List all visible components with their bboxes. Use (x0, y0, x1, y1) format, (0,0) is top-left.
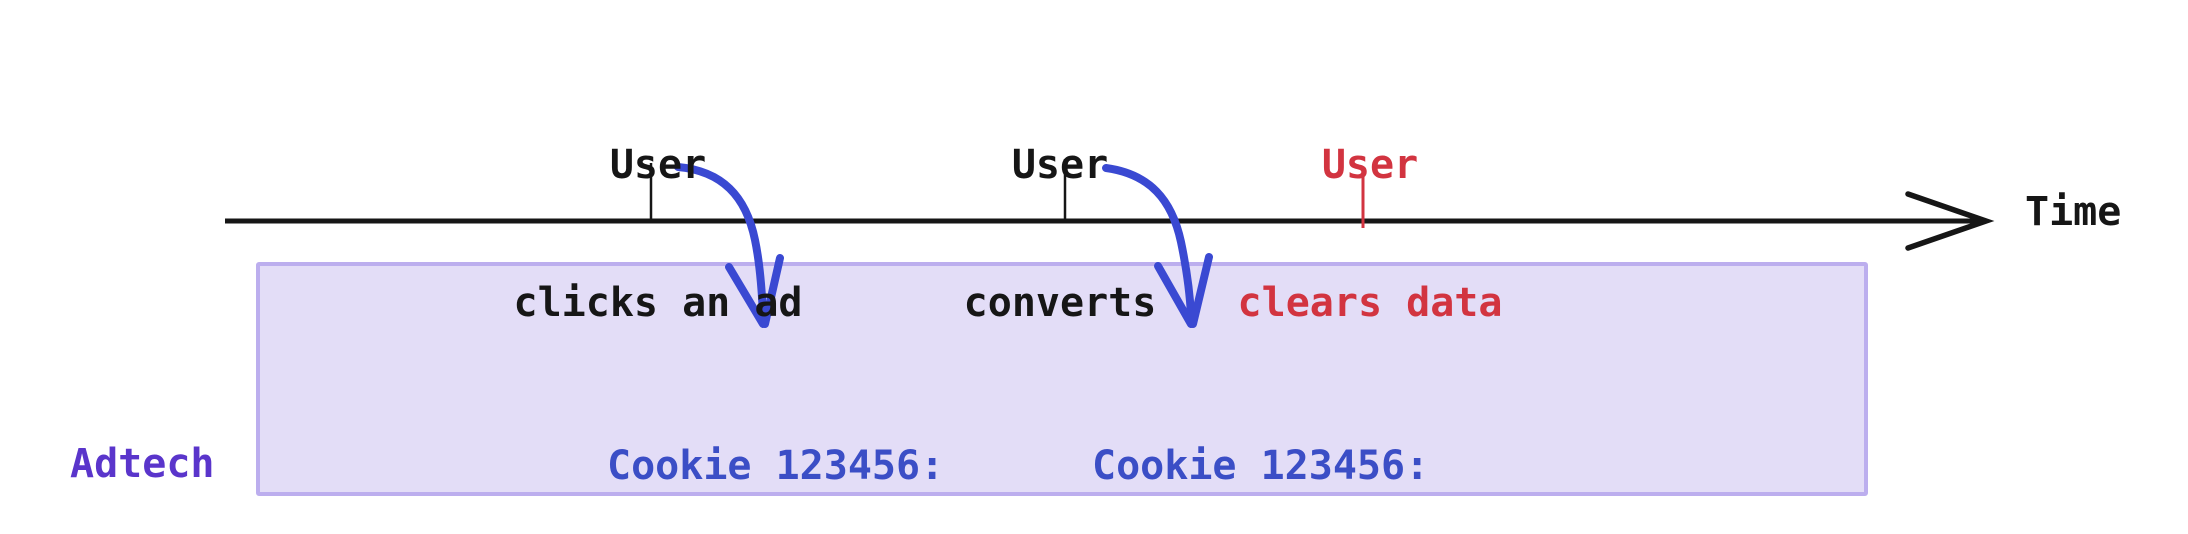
event-label-user-converts: User converts (860, 50, 1260, 418)
cookie-record-converted: Cookie 123456: Converted (1092, 336, 1429, 534)
arrow-stem (1102, 164, 1195, 320)
cookie-record-line1: Cookie 123456: (607, 443, 945, 489)
server-label-line1: Adtech (70, 441, 215, 487)
event-label-line1: User (1011, 142, 1109, 188)
arrow-stem (674, 163, 767, 320)
event-label-line2: clears data (1237, 280, 1503, 326)
time-axis-label: Time (2025, 189, 2122, 235)
arrow-barb-left (1154, 262, 1195, 328)
cookie-record-line1: Cookie 123456: (1092, 443, 1430, 489)
arrow-barb-right (761, 254, 784, 328)
adtech-server-box (256, 262, 1868, 496)
event-label-line2: converts (963, 280, 1157, 326)
event-label-line1: User (609, 142, 707, 188)
event-label-line1: User (1321, 142, 1419, 188)
adtech-server-label: Adtech server (70, 324, 215, 534)
event-label-user-clears-data: User clears data (1170, 50, 1570, 418)
time-axis-arrowhead-icon (1905, 191, 1995, 251)
cookie-record-ad-clicked: Cookie 123456: Ad clicked (607, 336, 944, 534)
curved-arrow-ad-click-icon (674, 163, 784, 328)
event-label-user-clicks-ad: User clicks an ad (458, 50, 858, 418)
event-label-line2: clicks an ad (513, 280, 803, 326)
curved-arrow-conversion-icon (1102, 164, 1213, 328)
arrow-barb-left (725, 263, 767, 328)
arrow-barb-right (1189, 253, 1213, 328)
time-axis (225, 191, 1995, 251)
